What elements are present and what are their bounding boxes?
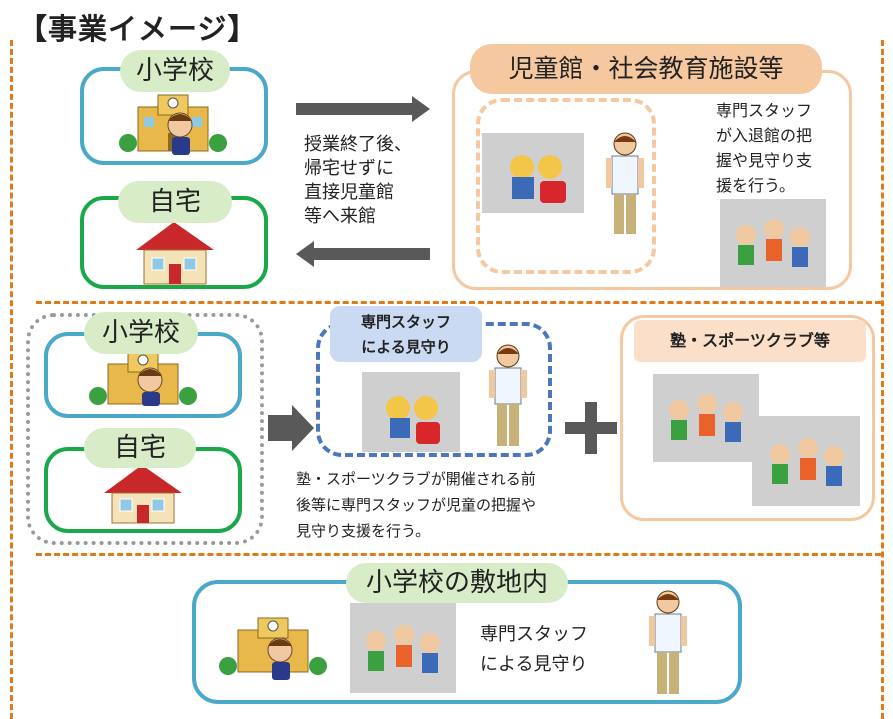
school-illustration — [119, 94, 227, 155]
children-group-photo — [720, 199, 826, 287]
children-group-photo — [752, 416, 860, 506]
arrow-left-icon — [296, 241, 430, 267]
arrow-right-icon — [296, 96, 430, 122]
transition-text-line: 帰宅せずに — [304, 158, 394, 179]
transition-text-line: 等へ来館 — [304, 206, 376, 227]
house-illustration — [104, 465, 182, 524]
club-box — [620, 315, 875, 521]
staff-text-line: 専門スタッフ — [480, 624, 588, 645]
staff-label-line: による見守り — [361, 338, 451, 356]
plus-icon — [565, 402, 617, 454]
frame-left-border — [10, 40, 13, 719]
staff-text-line: が入退館の把 — [716, 126, 813, 145]
page-title: 【事業イメージ】 — [18, 12, 258, 46]
school-illustration — [89, 351, 197, 406]
children-group-photo — [350, 603, 456, 693]
transition-text-line: 直接児童館 — [304, 182, 394, 203]
staff-person-icon — [489, 344, 527, 446]
campus-staff-text: 専門スタッフ による見守り — [480, 620, 588, 680]
facility-inner-dashed-box — [476, 98, 656, 274]
frame-right-border — [881, 40, 884, 719]
transition-text-line: 授業終了後、 — [304, 134, 412, 155]
home-label-pill: 自宅 — [84, 428, 196, 468]
facility-label-pill: 児童館・社会教育施設等 — [470, 44, 822, 94]
arrow-right-icon — [268, 405, 314, 451]
school-label-pill: 小学校 — [84, 312, 198, 354]
staff-text-line: 専門スタッフ — [716, 101, 813, 120]
facility-staff-text: 専門スタッフ が入退館の把 握や見守り支 援を行う。 — [716, 98, 812, 198]
children-photo — [482, 133, 584, 213]
home-label-pill: 自宅 — [118, 181, 232, 223]
staff-person-icon — [649, 590, 687, 694]
children-photo — [362, 372, 460, 452]
children-group-photo — [653, 374, 759, 462]
transition-text: 授業終了後、 帰宅せずに 直接児童館 等へ来館 — [304, 133, 412, 229]
section-divider-bottom — [36, 553, 881, 556]
staff-text-line: による見守り — [480, 654, 588, 675]
club-label: 塾・スポーツクラブ等 — [634, 320, 866, 362]
middle-caption: 塾・スポーツクラブが開催される前 後等に専門スタッフが児童の把握や 見守り支援を… — [296, 466, 536, 544]
campus-label-pill: 小学校の敷地内 — [346, 563, 568, 603]
school-illustration — [219, 617, 327, 680]
school-label-pill: 小学校 — [120, 50, 230, 92]
staff-text-line: 握や見守り支 — [716, 151, 813, 170]
caption-line: 後等に専門スタッフが児童の把握や — [296, 496, 537, 514]
staff-label-line: 専門スタッフ — [360, 313, 451, 331]
caption-line: 見守り支援を行う。 — [296, 522, 431, 540]
section-divider-top — [36, 301, 881, 304]
staff-text-line: 援を行う。 — [716, 176, 796, 195]
caption-line: 塾・スポーツクラブが開催される前 — [296, 470, 536, 488]
staff-watch-label: 専門スタッフ による見守り — [330, 306, 482, 362]
staff-person-icon — [606, 132, 644, 234]
house-illustration — [136, 222, 214, 285]
school-box — [80, 67, 268, 165]
